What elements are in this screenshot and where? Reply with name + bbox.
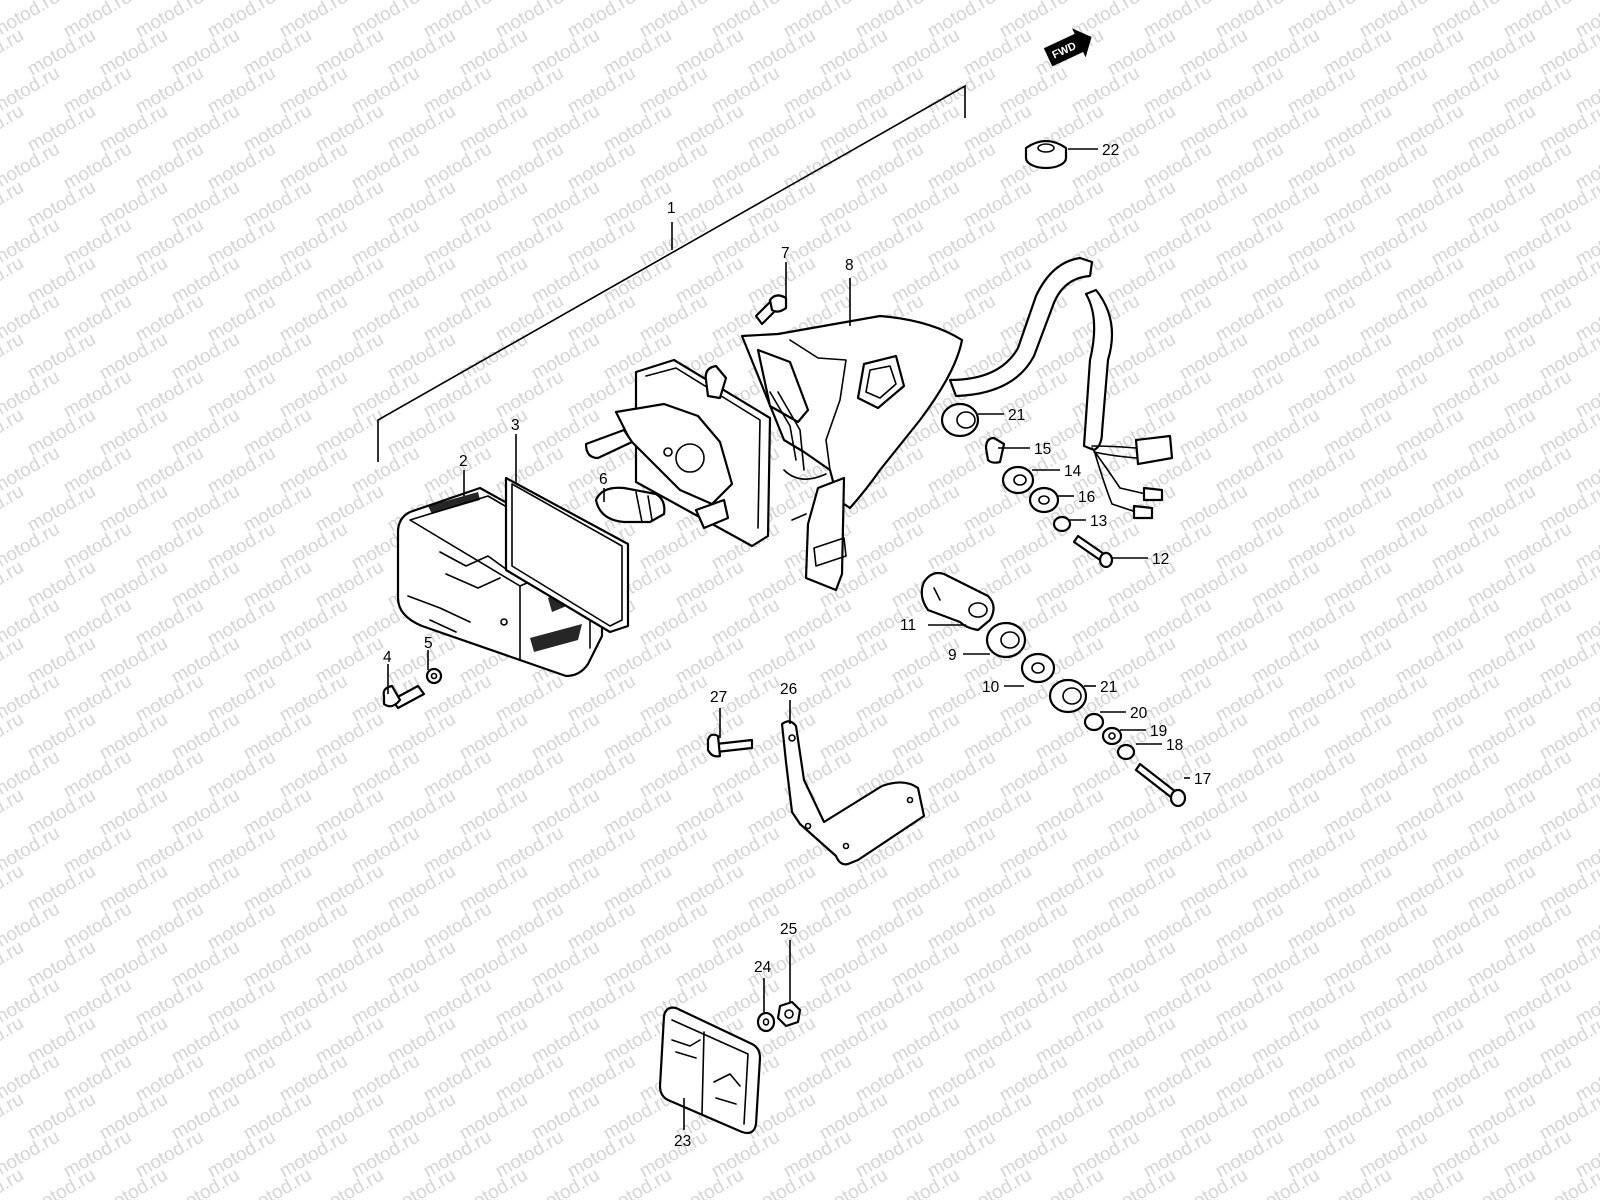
- watermark-text: motod.ru: [168, 1165, 243, 1200]
- watermark-text: motod.ru: [456, 1165, 531, 1200]
- watermark-text: motod.ru: [1464, 1165, 1539, 1200]
- callout-17: 17: [1194, 771, 1211, 788]
- callout-8: 8: [845, 257, 854, 274]
- part-8-bracket-cover: [740, 314, 964, 592]
- part-17-bolt: [1134, 762, 1187, 808]
- callout-2: 2: [459, 453, 468, 470]
- watermark-text: motod.ru: [0, 785, 27, 841]
- watermark-text: motod.ru: [600, 1165, 675, 1200]
- part-26-license-bracket: [780, 720, 926, 866]
- watermark-text: motod.ru: [888, 1165, 963, 1200]
- part-13-nut: [1052, 515, 1072, 533]
- callout-15: 15: [1034, 441, 1051, 458]
- watermark-text: motod.ru: [1176, 1165, 1251, 1200]
- callout-22: 22: [1102, 142, 1119, 159]
- callout-16: 16: [1078, 489, 1095, 506]
- callout-1: 1: [667, 200, 676, 217]
- watermark-text: motod.ru: [744, 1165, 819, 1200]
- part-4-screw: [382, 684, 426, 710]
- part-24-washer: [756, 1011, 776, 1033]
- watermark-text: motod.ru: [0, 861, 27, 917]
- watermark-text: motod.ru: [0, 101, 27, 157]
- watermark-text: motod.ru: [816, 1165, 891, 1200]
- watermark-text: motod.ru: [24, 1165, 99, 1200]
- callout-6: 6: [599, 471, 608, 488]
- watermark-text: motod.ru: [528, 1165, 603, 1200]
- watermark-text: motod.ru: [0, 481, 27, 537]
- callout-24: 24: [754, 959, 772, 976]
- watermark-text: motod.ru: [0, 937, 27, 993]
- callout-26: 26: [780, 681, 797, 698]
- watermark-text: motod.ru: [0, 405, 27, 461]
- part-9-grommet: [985, 621, 1027, 659]
- watermark-text: motod.ru: [1248, 1165, 1323, 1200]
- watermark-text: motod.ru: [0, 329, 27, 385]
- callout-14: 14: [1064, 463, 1082, 480]
- watermark-text: motod.ru: [312, 1165, 387, 1200]
- callout-27: 27: [710, 689, 727, 706]
- callout-13: 13: [1090, 513, 1107, 530]
- watermark-text: motod.ru: [1104, 1165, 1179, 1200]
- watermark-text: motod.ru: [0, 709, 27, 765]
- watermark-text: motod.ru: [240, 1165, 315, 1200]
- part-27-bolt: [706, 733, 754, 758]
- part-10-collar: [1020, 652, 1056, 684]
- watermark-text: motod.ru: [1536, 1165, 1600, 1200]
- part-20-collar: [1083, 712, 1105, 732]
- watermark-text: motod.ru: [0, 633, 27, 689]
- part-21-grommet-lower: [1048, 678, 1088, 714]
- part-25-nut: [776, 1000, 802, 1028]
- part-5-washer: [425, 667, 443, 685]
- assembly-bracket-1: [377, 84, 966, 462]
- watermark-text: motod.ru: [0, 253, 27, 309]
- watermark-text: motod.ru: [1392, 1165, 1467, 1200]
- part-15-bushing: [984, 436, 1006, 464]
- callout-12: 12: [1152, 551, 1169, 568]
- watermark-text: motod.ru: [0, 1089, 27, 1145]
- part-11-mount-body: [920, 571, 995, 632]
- callout-23: 23: [674, 1133, 691, 1150]
- part-21-grommet-upper: [940, 402, 980, 438]
- part-18-nut: [1116, 743, 1136, 761]
- watermark-text: motod.ru: [0, 25, 27, 81]
- callout-21-lower: 21: [1100, 679, 1117, 696]
- part-23-reflector: [658, 1006, 762, 1135]
- watermark-text: motod.ru: [0, 177, 27, 233]
- callout-19: 19: [1150, 723, 1167, 740]
- callout-labels: 1 2 3 4 5 6 7 8 9 10 11 12 13 14 15 16 1…: [383, 142, 1211, 1150]
- watermark-text: motod.ru: [960, 1165, 1035, 1200]
- wiring-harness: [948, 256, 1174, 520]
- part-16-washer: [1028, 486, 1060, 514]
- part-12-bolt: [1072, 534, 1114, 569]
- callout-20: 20: [1130, 705, 1148, 722]
- callout-11: 11: [900, 617, 916, 634]
- callout-5: 5: [424, 635, 433, 652]
- callout-25: 25: [780, 921, 797, 938]
- watermark-text: motod.ru: [0, 557, 27, 613]
- watermark-text: motod.ru: [1320, 1165, 1395, 1200]
- watermark-text: motod.ru: [384, 1165, 459, 1200]
- part-22-grommet: [1024, 139, 1068, 170]
- leader-lines: [387, 148, 1190, 1130]
- lamp-housing: [584, 358, 772, 548]
- watermark-text: motod.ru: [0, 1013, 27, 1069]
- part-3-gasket: [504, 476, 630, 634]
- watermark-text: motod.ru: [1032, 1165, 1107, 1200]
- fwd-direction-badge: FWD: [1043, 28, 1092, 67]
- part-14-nut: [1001, 465, 1035, 495]
- part-7-screw: [754, 294, 788, 326]
- watermark-text: motod.ru: [672, 1165, 747, 1200]
- callout-3: 3: [511, 417, 520, 434]
- part-19-washer: [1101, 726, 1123, 746]
- callout-10: 10: [982, 679, 1000, 696]
- callout-9: 9: [948, 647, 957, 664]
- callout-4: 4: [383, 649, 392, 666]
- watermark-text: motod.ru: [96, 1165, 171, 1200]
- callout-7: 7: [781, 245, 790, 262]
- part-6-bulb: [594, 486, 666, 524]
- callout-21-upper: 21: [1008, 407, 1025, 424]
- callout-18: 18: [1166, 737, 1183, 754]
